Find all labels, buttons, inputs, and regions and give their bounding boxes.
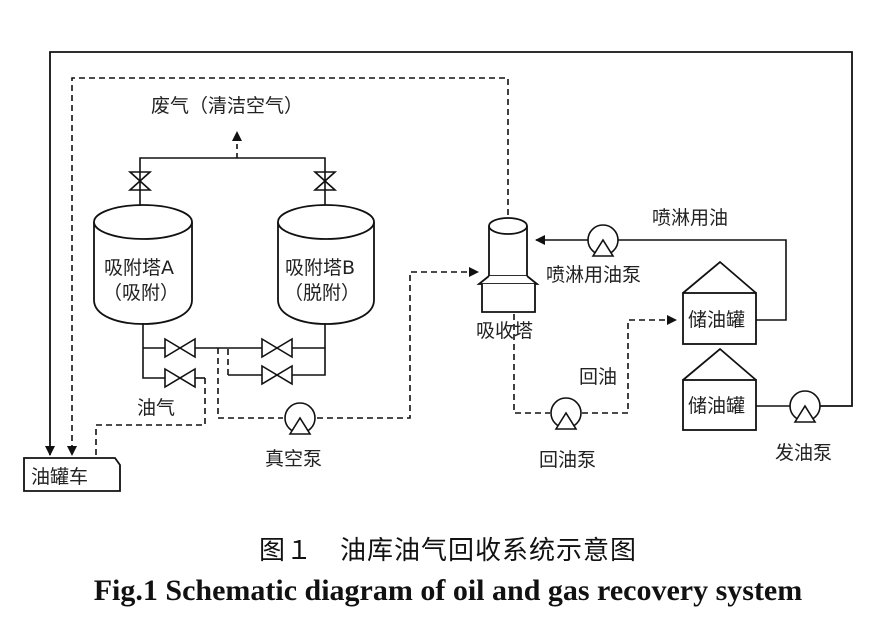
exhaust-line bbox=[139, 157, 326, 207]
valve-top-a bbox=[127, 171, 153, 191]
adsorption-tower-a bbox=[93, 204, 193, 325]
valve-bottom-b2 bbox=[261, 364, 293, 386]
valve-bottom-a2 bbox=[164, 367, 196, 389]
label-tower-b-state: （脱附） bbox=[284, 282, 360, 304]
label-spray-oil: 喷淋用油 bbox=[652, 207, 728, 229]
label-storage-tank-1: 储油罐 bbox=[688, 309, 745, 331]
label-oil-vapor: 油气 bbox=[137, 397, 175, 419]
adsorption-tower-b bbox=[277, 204, 375, 325]
spray-pump bbox=[587, 224, 619, 257]
label-send-pump: 发油泵 bbox=[775, 442, 832, 464]
label-spray-pump: 喷淋用油泵 bbox=[546, 264, 641, 286]
send-pump bbox=[789, 390, 821, 423]
valve-bottom-b1 bbox=[261, 337, 293, 359]
figure-caption-en: Fig.1 Schematic diagram of oil and gas r… bbox=[93, 574, 803, 607]
return-oil-line bbox=[513, 314, 677, 414]
absorber-tower bbox=[476, 217, 540, 313]
absorber-vent-line bbox=[67, 77, 509, 456]
label-vacuum-pump: 真空泵 bbox=[265, 448, 322, 470]
label-return-pump: 回油泵 bbox=[539, 449, 596, 471]
label-exhaust: 废气（清洁空气） bbox=[151, 95, 303, 117]
label-tower-a-name: 吸附塔A bbox=[104, 257, 174, 279]
valve-bottom-a1 bbox=[164, 337, 196, 359]
process-diagram: 废气（清洁空气） 吸附塔A （吸附） 吸附塔B （脱附） 吸收塔 喷淋用油 喷淋… bbox=[23, 51, 853, 492]
figure-caption-cn: 图１ 油库油气回收系统示意图 bbox=[258, 536, 637, 566]
label-storage-tank-2: 储油罐 bbox=[688, 395, 745, 417]
vacuum-pump bbox=[284, 402, 316, 435]
label-absorber: 吸收塔 bbox=[476, 320, 533, 342]
valve-top-b bbox=[312, 171, 338, 191]
spray-oil-line bbox=[535, 235, 787, 321]
send-oil-line bbox=[45, 51, 853, 456]
tower-bottom-piping bbox=[142, 323, 326, 379]
tanker-truck bbox=[23, 457, 121, 492]
storage-tank-1 bbox=[682, 260, 757, 345]
label-tower-a-state: （吸附） bbox=[103, 282, 179, 304]
label-return-oil: 回油 bbox=[579, 366, 617, 388]
return-pump bbox=[550, 397, 582, 430]
vapor-dashed-lines bbox=[95, 267, 479, 458]
label-tower-b-name: 吸附塔B bbox=[285, 257, 355, 279]
storage-tank-2 bbox=[682, 347, 757, 431]
label-tanker: 油罐车 bbox=[31, 466, 88, 488]
